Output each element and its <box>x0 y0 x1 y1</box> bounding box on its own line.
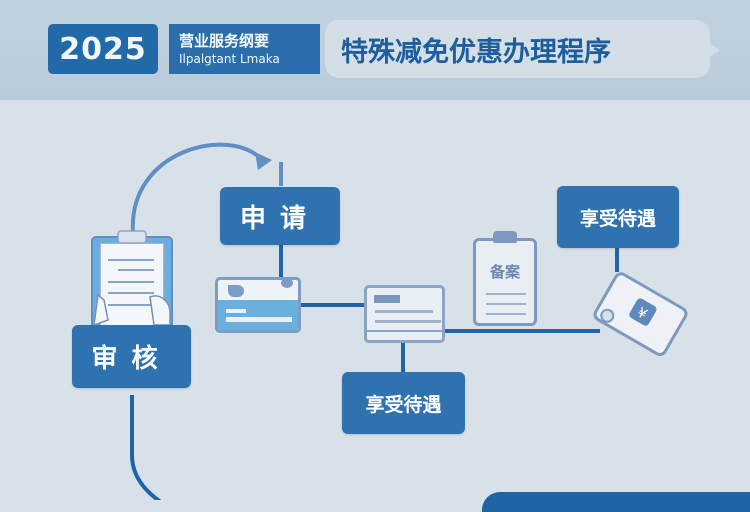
step-benefit-top-label: 享受待遇 <box>579 207 656 230</box>
year-badge: 2025 <box>48 24 158 74</box>
record-clipboard-icon: 备案 <box>473 231 537 326</box>
leaf-icon <box>228 285 244 297</box>
clip-icon <box>493 231 517 243</box>
step-apply-box: 申请 <box>220 187 340 245</box>
subtitle-box: 营业服务纲要 Ilpalgtant Lmaka <box>169 24 320 74</box>
footer-bar <box>482 492 750 512</box>
subtitle-cn: 营业服务纲要 <box>179 32 270 50</box>
document-form-icon <box>364 285 445 343</box>
pin-icon <box>281 280 293 288</box>
record-label: 备案 <box>489 263 520 281</box>
page-title-text: 特殊减免优惠办理程序 <box>341 36 611 68</box>
application-card-icon <box>215 277 301 333</box>
step-benefit-top-box: 享受待遇 <box>557 186 679 248</box>
step-apply-label: 申请 <box>239 203 320 234</box>
page-title: 特殊减免优惠办理程序 <box>325 20 720 78</box>
step-review-box: 审核 <box>72 325 191 388</box>
flow-connectors <box>130 142 619 500</box>
arc-arrow <box>130 142 264 233</box>
arrow-head-icon <box>255 152 272 170</box>
step-benefit-bottom-box: 享受待遇 <box>342 372 465 434</box>
subtitle-en: Ilpalgtant Lmaka <box>179 52 280 66</box>
clipboard-hands-icon <box>91 230 173 330</box>
step-review-label: 审核 <box>91 344 172 374</box>
step-benefit-bottom-label: 享受待遇 <box>365 393 442 416</box>
benefit-ticket-icon: ¥ <box>593 272 688 356</box>
